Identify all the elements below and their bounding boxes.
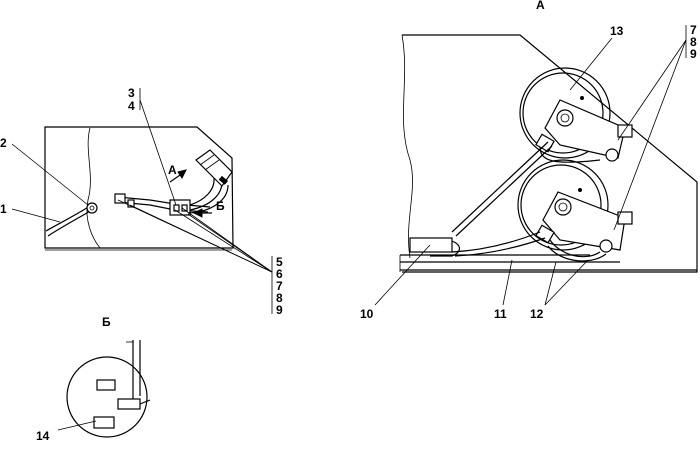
callout-9: 9 [276, 303, 283, 317]
horn-lower-dot [578, 188, 582, 192]
wire-lower-loop-1 [549, 239, 601, 258]
arrow-a-head [177, 169, 187, 179]
wire-lower-1 [451, 231, 541, 253]
callout-8-right: 8 [690, 35, 697, 49]
wire-upper-loop [539, 146, 601, 163]
switch-terminal [218, 175, 229, 185]
view-a-title: А [536, 0, 545, 12]
view-b [57, 340, 151, 438]
wire-lower-2 [454, 237, 546, 257]
leader-2 [11, 143, 89, 206]
horn-lower-bracket [542, 191, 626, 251]
terminal-mid-lead [139, 399, 151, 405]
view-a-leaders [374, 25, 687, 306]
grommet [86, 202, 98, 214]
leader-1 [11, 208, 61, 223]
callout-7-right: 7 [690, 23, 697, 37]
harness-line-1 [117, 196, 211, 208]
leader-13 [569, 37, 613, 91]
callout-8: 8 [276, 291, 283, 305]
horn-upper-bolt-inner [560, 113, 570, 123]
left-leaders [11, 88, 273, 314]
horn-upper-terminal [617, 124, 633, 138]
leader-9 [187, 213, 273, 273]
panel-outline [44, 126, 234, 249]
bracket-10-loop [430, 240, 461, 257]
switch-detail-2 [204, 159, 220, 171]
view-b-title: Б [102, 315, 111, 329]
arrow-b-label: Б [216, 199, 225, 213]
labels: А Б 1 2 3 4 5 6 7 8 9 А Б 14 13 7 8 9 10… [0, 0, 697, 443]
wire-diag-1 [451, 141, 549, 233]
horn-upper-bolt-2 [605, 148, 619, 162]
callout-7: 7 [276, 279, 283, 293]
horn-upper-inner [522, 72, 604, 154]
callout-13: 13 [610, 24, 624, 38]
horn-lower-terminal [617, 211, 633, 225]
callout-5: 5 [276, 255, 283, 269]
callout-10: 10 [360, 307, 374, 321]
frame-outline [402, 34, 698, 273]
view-a [399, 34, 698, 273]
horn-upper-outer [519, 67, 611, 159]
leader-12b [544, 259, 589, 306]
cable-1-outer [45, 205, 91, 232]
leader-7 [174, 209, 273, 273]
leader-6 [129, 204, 273, 273]
grommet-inner [89, 205, 95, 211]
callout-4: 4 [128, 99, 135, 113]
arrow-a-label: А [168, 163, 177, 177]
wire-diag-2 [455, 145, 553, 237]
horn-lower-bolt-inner [558, 202, 568, 212]
leader-14 [57, 420, 97, 431]
wire-up-1 [189, 177, 215, 206]
leader-7-9-a [617, 39, 687, 141]
connector-pin-1 [173, 204, 180, 212]
callout-12: 12 [530, 307, 544, 321]
leader-10 [374, 244, 431, 306]
view-b-circle [66, 356, 148, 438]
arrow-b-head [192, 208, 203, 218]
leader-12a [544, 261, 557, 306]
horn-lower-bolt [554, 198, 572, 216]
wire-lower-loop-2 [547, 245, 607, 262]
horn-lower-inner [520, 164, 602, 246]
horn-upper-bolt [556, 109, 574, 127]
break-line [86, 127, 101, 249]
bracket-10 [409, 237, 453, 253]
wire-up-3 [187, 184, 229, 214]
callout-14: 14 [36, 429, 50, 443]
horn-lower-bolt-2 [599, 239, 613, 253]
callout-3: 3 [128, 86, 135, 100]
callout-2: 2 [0, 136, 7, 150]
callout-1: 1 [0, 202, 7, 216]
clip-small [127, 199, 135, 208]
leader-7-9-b [613, 39, 687, 231]
switch-detail-1 [199, 154, 215, 166]
horn-upper-dot [580, 96, 584, 100]
terminal-top [96, 379, 116, 391]
leader-11 [502, 259, 513, 306]
leader-3-4 [139, 99, 177, 206]
callout-11: 11 [494, 307, 507, 321]
left-assembly-view [44, 126, 234, 251]
horn-lower-outer [517, 159, 609, 251]
callout-6: 6 [276, 267, 283, 281]
terminal-bottom [93, 416, 115, 429]
terminal-mid [117, 398, 141, 410]
connector-left [114, 193, 126, 204]
callout-9-right: 9 [690, 47, 697, 61]
frame-break-line [401, 34, 413, 259]
cable-1 [47, 209, 93, 237]
